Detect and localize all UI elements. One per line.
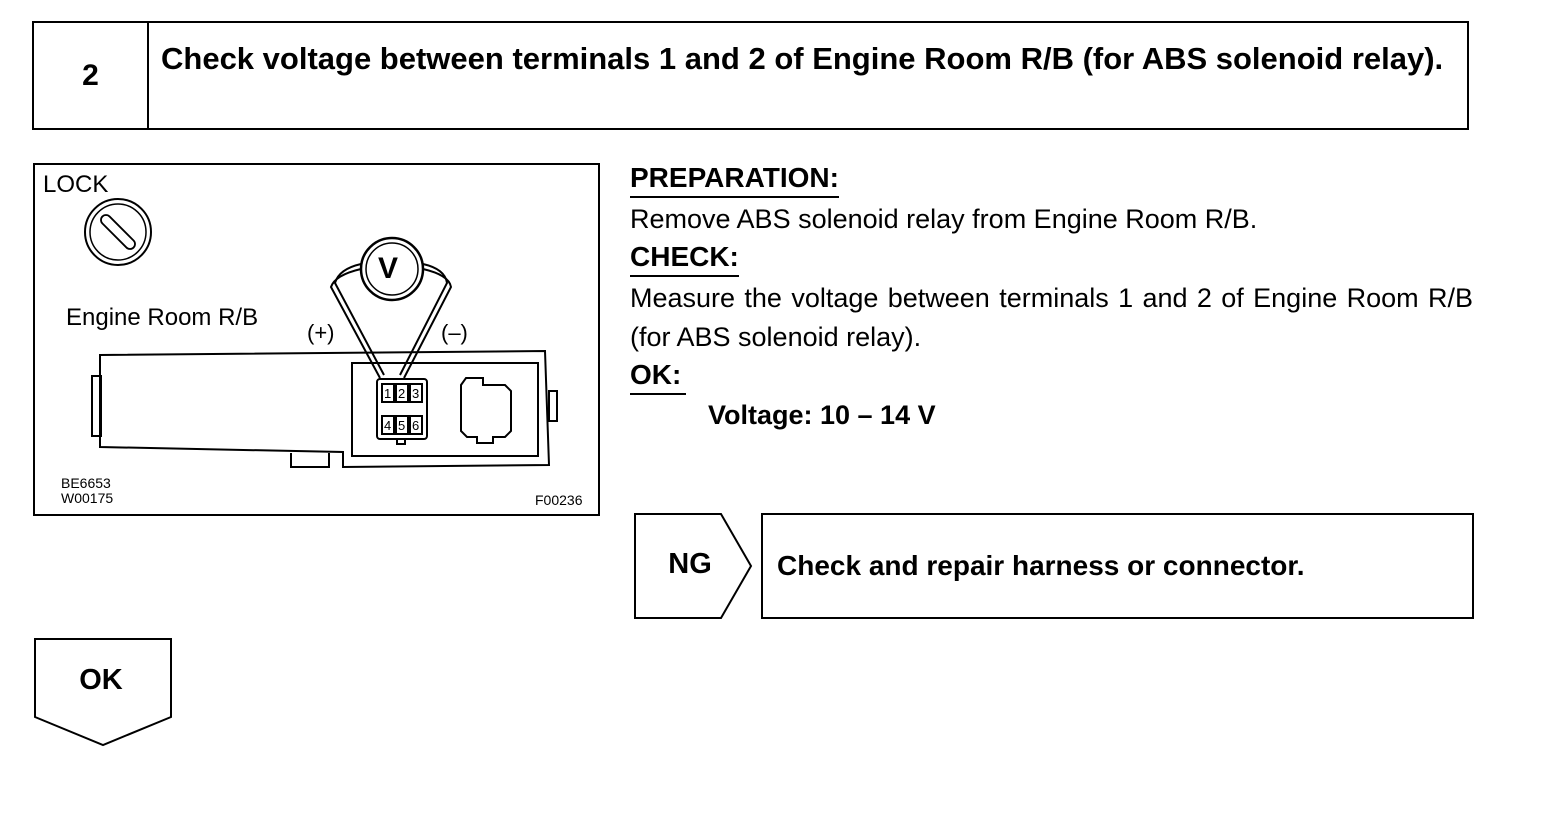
test-leads <box>329 263 453 379</box>
figure-code: F00236 <box>535 492 583 508</box>
ng-label: NG <box>668 548 712 580</box>
box-label: Engine Room R/B <box>66 304 259 331</box>
step-header: 2 Check voltage between terminals 1 and … <box>32 21 1469 130</box>
ng-arrow-icon <box>634 513 753 619</box>
negative-label: (–) <box>441 320 468 345</box>
ok-arrow-icon <box>34 638 172 747</box>
figure-drawing <box>84 198 558 469</box>
terminal-1: 1 <box>384 386 392 401</box>
check-heading: CHECK: <box>630 239 739 277</box>
terminal-2: 2 <box>398 386 406 401</box>
terminal-4: 4 <box>384 418 392 433</box>
step-title: Check voltage between terminals 1 and 2 … <box>161 41 1444 76</box>
wiring-figure: LOCK V Engine Room R/B (+) (–) 1 2 3 4 5… <box>33 163 600 516</box>
lock-label: LOCK <box>43 171 109 198</box>
positive-label: (+) <box>307 320 335 345</box>
preparation-text: Remove ABS solenoid relay from Engine Ro… <box>630 204 1258 234</box>
relay-box-drawing <box>91 349 558 469</box>
preparation-heading: PREPARATION: <box>630 160 839 198</box>
ng-action: Check and repair harness or connector. <box>761 513 1474 619</box>
terminal-5: 5 <box>398 418 406 433</box>
ref-code-1: BE6653 <box>61 475 111 491</box>
ref-code-2: W00175 <box>61 490 114 506</box>
meter-label: V <box>378 252 399 285</box>
check-text: Measure the voltage between terminals 1 … <box>630 283 1473 352</box>
instructions: PREPARATION: Remove ABS solenoid relay f… <box>630 160 1473 435</box>
ok-heading: OK: <box>630 357 686 395</box>
ignition-lock-icon <box>84 198 152 266</box>
ok-label: OK <box>79 664 123 696</box>
ok-spec: Voltage: 10 – 14 V <box>708 400 936 430</box>
step-number: 2 <box>34 23 149 128</box>
terminal-6: 6 <box>412 418 420 433</box>
terminal-3: 3 <box>412 386 420 401</box>
